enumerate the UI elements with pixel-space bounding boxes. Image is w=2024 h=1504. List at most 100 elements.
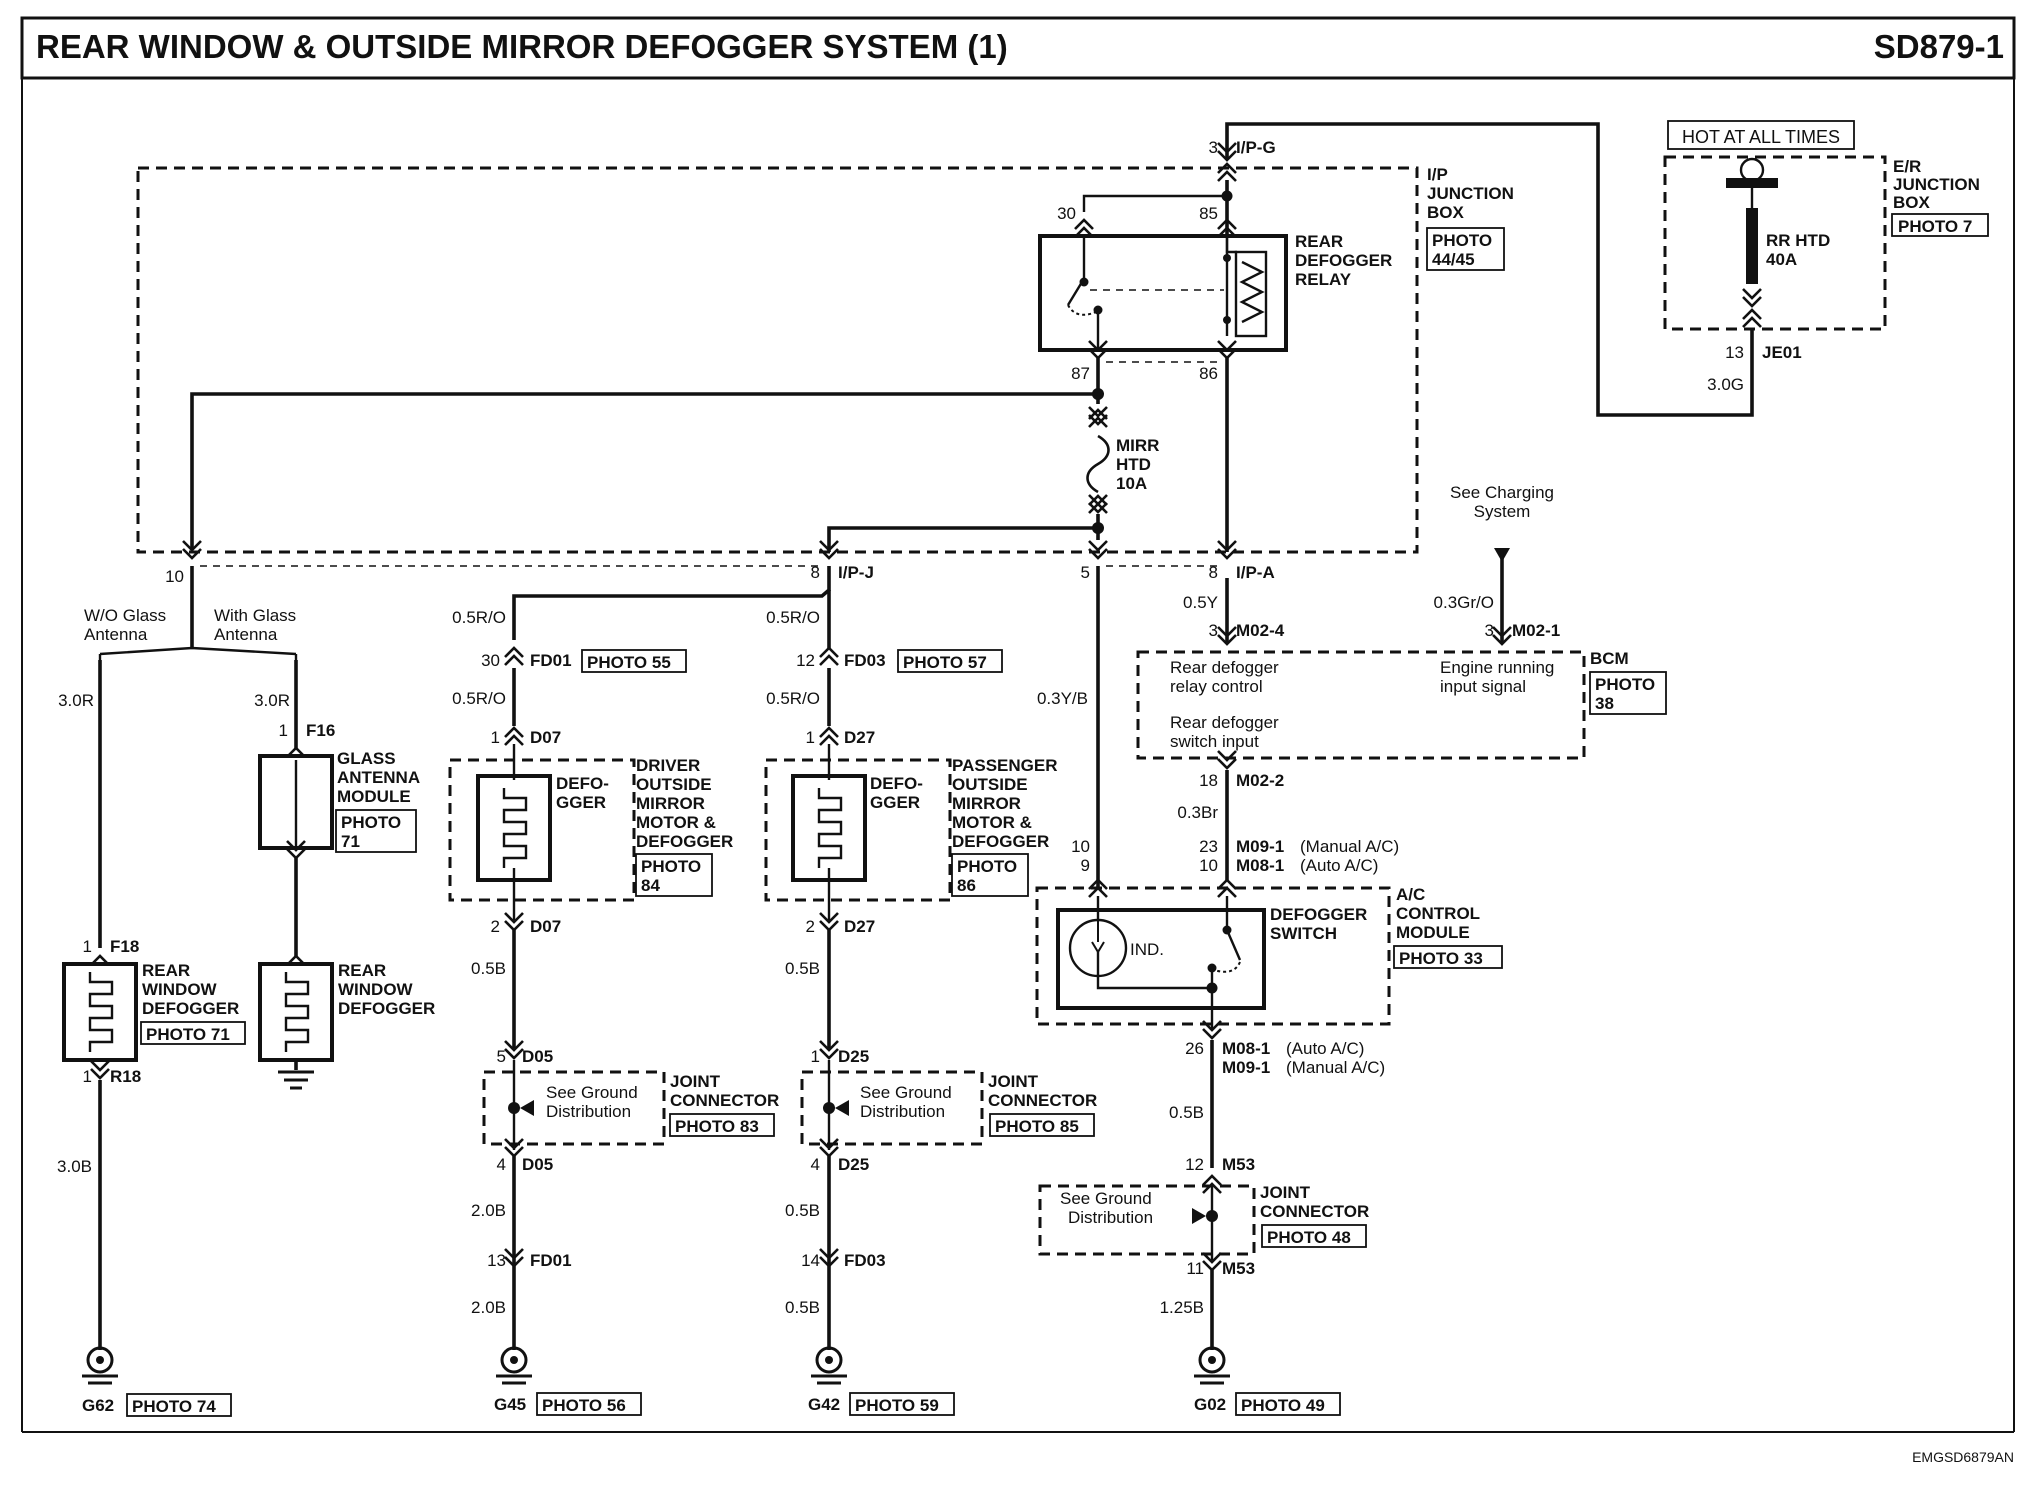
d05-pin-4: 4: [497, 1155, 506, 1174]
charging-ref-1: See Charging: [1450, 483, 1554, 502]
rear-def-left-label-2: WINDOW: [142, 980, 218, 999]
er-jb-photo: PHOTO 7: [1898, 217, 1972, 236]
fd03-connector: FD03: [844, 651, 886, 670]
ground-g45: G45: [494, 1395, 526, 1414]
driver-mirror-defogger-element: [476, 774, 552, 882]
m09-1-note-a: (Manual A/C): [1300, 837, 1399, 856]
m53-photo: PHOTO 48: [1267, 1228, 1351, 1247]
d27-pin-1: 1: [806, 728, 815, 747]
d07-connector-2: D07: [530, 917, 561, 936]
rear-window-defogger-grid-left: [62, 962, 138, 1062]
m08-1-connector-c: M08-1: [1222, 1039, 1270, 1058]
d25-pin-1: 1: [811, 1047, 820, 1066]
passenger-jc-name-2: CONNECTOR: [988, 1091, 1097, 1110]
bcm-text-3b: switch input: [1170, 732, 1259, 751]
driver-name-5: DEFOGGER: [636, 832, 733, 851]
m53-pin-12: 12: [1185, 1155, 1204, 1174]
d25-pin-4: 4: [811, 1155, 820, 1174]
driver-name-4: MOTOR &: [636, 813, 716, 832]
passenger-wire-c: 0.5B: [785, 1201, 820, 1220]
m53-name-2: CONNECTOR: [1260, 1202, 1369, 1221]
driver-jc-name-1: JOINT: [670, 1072, 721, 1091]
ip-bottom-connectors: 10 8 I/P-J 5 8 I/P-A: [165, 563, 1275, 586]
m53-text-2: Distribution: [1068, 1208, 1153, 1227]
defogger-switch-label-1: DEFOGGER: [1270, 905, 1367, 924]
fd01-connector-2: FD01: [530, 1251, 572, 1270]
m02-4-connector: M02-4: [1236, 621, 1285, 640]
bcm-text-3a: Rear defogger: [1170, 713, 1279, 732]
passenger-wire-mid: 0.5R/O: [766, 689, 820, 708]
ipj-connector: I/P-J: [838, 563, 874, 582]
m08-1-note-c: (Auto A/C): [1286, 1039, 1364, 1058]
glass-module-label-2: ANTENNA: [337, 768, 420, 787]
m53-pin-11: 11: [1186, 1259, 1204, 1278]
ip-pin-10: 10: [165, 567, 184, 586]
ground-g42: G42: [808, 1395, 840, 1414]
driver-jc-text-2: Distribution: [546, 1102, 631, 1121]
m08-1-connector-b: M08-1: [1236, 856, 1284, 875]
rear-defogger-relay: 30 85 REAR DEFOGGER RELAY 87 86: [1038, 180, 1392, 383]
m09-1-connector-d: M09-1: [1222, 1058, 1270, 1077]
je01-connector: JE01: [1762, 343, 1802, 362]
diagram-code: SD879-1: [1874, 28, 2004, 65]
ip-pin-5: 5: [1081, 563, 1090, 582]
passenger-name-5: DEFOGGER: [952, 832, 1049, 851]
je01-pin: 13: [1725, 343, 1744, 362]
relay-pin-30: 30: [1057, 204, 1076, 223]
passenger-name-1: PASSENGER: [952, 756, 1058, 775]
battery-terminal-icon: [1739, 157, 1765, 183]
ip-junction-box: I/P JUNCTION BOX PHOTO 44/45 3 I/P-G: [136, 138, 1514, 554]
relay-pin-85: 85: [1199, 204, 1218, 223]
m53-wire: 1.25B: [1160, 1298, 1204, 1317]
d05-connector-1: D05: [522, 1047, 553, 1066]
ip-jb-label-1: I/P: [1427, 165, 1448, 184]
glass-module-label-3: MODULE: [337, 787, 411, 806]
fd03-pin: 12: [796, 651, 815, 670]
bcm-module: 0.5Y 3 M02-4 Rear defogger relay control…: [1136, 578, 1667, 880]
r18-pin: 1: [83, 1067, 92, 1086]
er-jb-label-3: BOX: [1893, 193, 1931, 212]
wo-glass-antenna-1: W/O Glass: [84, 606, 166, 625]
mirr-htd-label-1: MIRR: [1116, 436, 1159, 455]
driver-mirror-circuit: 0.5R/O 30 FD01 PHOTO 55 0.5R/O 1 D07 DEF…: [448, 608, 779, 1416]
m08-1-pin-10: 10: [1199, 856, 1218, 875]
ipg-pin: 3: [1209, 138, 1218, 157]
m53-text-1: See Ground: [1060, 1189, 1152, 1208]
relay-label-2: DEFOGGER: [1295, 251, 1392, 270]
d07-pin-2: 2: [491, 917, 500, 936]
ground-g42-photo: PHOTO 59: [855, 1396, 939, 1415]
passenger-name-2: OUTSIDE: [952, 775, 1028, 794]
m09-1-note-d: (Manual A/C): [1286, 1058, 1385, 1077]
fd01-pin-13: 13: [487, 1251, 506, 1270]
passenger-name-4: MOTOR &: [952, 813, 1032, 832]
passenger-mirror-defogger-element: [791, 774, 867, 882]
m02-2-connector: M02-2: [1236, 771, 1284, 790]
bcm-text-1b: relay control: [1170, 677, 1263, 696]
rr-htd-fuse-rating: 40A: [1766, 250, 1797, 269]
fd01-connector: FD01: [530, 651, 572, 670]
mirror-heater-feed-wire: [827, 526, 1098, 552]
m09-1-pin-23: 23: [1199, 837, 1218, 856]
wire-3-0r-right: 3.0R: [254, 691, 290, 710]
ip-jb-photo-1: PHOTO: [1432, 231, 1492, 250]
f18-pin: 1: [83, 937, 92, 956]
m02-4-pin: 3: [1209, 621, 1218, 640]
m02-2-pin: 18: [1199, 771, 1218, 790]
m02-1-pin: 3: [1485, 621, 1494, 640]
footer-doc-id: EMGSD6879AN: [1912, 1449, 2014, 1465]
ground-g62-photo: PHOTO 74: [132, 1397, 216, 1416]
ground-g62-icon: [80, 1346, 120, 1385]
driver-name-2: OUTSIDE: [636, 775, 712, 794]
with-glass-antenna-1: With Glass: [214, 606, 296, 625]
joint-connector-m53: 12 M53 See Ground Distribution JOINT CON…: [1038, 1155, 1369, 1416]
rr-htd-fuse: [1746, 208, 1758, 284]
ip-jb-photo-2: 44/45: [1432, 250, 1475, 269]
passenger-defog-label-2: GGER: [870, 793, 920, 812]
m08-1-note-b: (Auto A/C): [1300, 856, 1378, 875]
relay-label-1: REAR: [1295, 232, 1343, 251]
ground-g02: G02: [1194, 1395, 1226, 1414]
fd03-photo: PHOTO 57: [903, 653, 987, 672]
ip-jb-label-3: BOX: [1427, 203, 1465, 222]
battery-feed-wire: [1225, 122, 1754, 417]
rear-window-defogger-circuit: W/O Glass Antenna With Glass Antenna 3.0…: [57, 566, 435, 1417]
